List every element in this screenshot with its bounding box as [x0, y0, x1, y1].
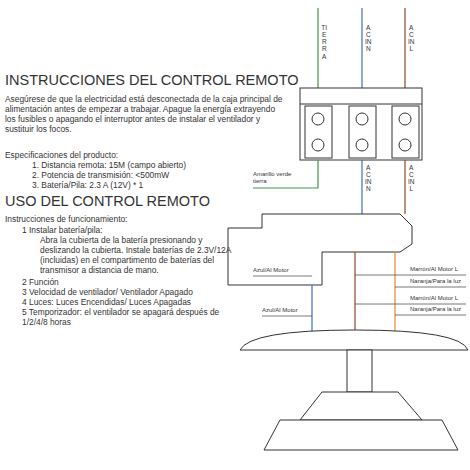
- instruction-item: 5 Temporizador: el ventilador se apagará…: [22, 308, 237, 328]
- wire-label: Azul/Al Motor: [262, 307, 298, 314]
- wire-label: Marrón/Al Motor L: [410, 295, 458, 302]
- spec-item: 1. Distancia remota: 15M (campo abierto): [32, 161, 282, 171]
- wire-label: TIERRA: [321, 24, 328, 60]
- instruction-item: 3 Velocidad de ventilador/ Ventilador Ap…: [22, 288, 272, 298]
- wire-label: Marrón/Al Motor L: [410, 266, 458, 273]
- wire-label: AC IN L: [408, 24, 415, 53]
- heading: USO DEL CONTROL REMOTO: [5, 193, 305, 210]
- spec-item: 3. Batería/Pila: 2.3 A (12V) * 1: [32, 181, 282, 191]
- wire-label: Azul/Al Motor: [253, 267, 289, 274]
- wire-label: AC IN N: [365, 164, 372, 193]
- wire-label: AC IN N: [365, 24, 372, 53]
- instruction-item: 1 Instalar batería/pila:: [22, 226, 272, 236]
- wire-label: AC IN L: [408, 164, 415, 193]
- wire-label: Amarillo verde tierra: [253, 171, 305, 185]
- instruction-item: 2 Función: [22, 278, 272, 288]
- heading: INSTRUCCIONES DEL CONTROL REMOTO: [5, 72, 305, 89]
- instruction-heading: Instrucciones de funcionamiento:: [5, 215, 285, 225]
- wire-label: Naranja/Para la luz: [410, 306, 461, 313]
- paragraph: Asegúrese de que la electricidad está de…: [5, 95, 283, 135]
- spec-item: 2. Potencia de transmisión: <500mW: [32, 171, 282, 181]
- instruction-item: 4 Luces: Luces Encendidas/ Luces Apagada…: [22, 298, 272, 308]
- instruction-body: Abra la cubierta de la batería presionan…: [40, 236, 240, 276]
- spec-heading: Especificaciones del producto:: [5, 151, 285, 161]
- wire-label: Naranja/Para la luz: [410, 278, 461, 285]
